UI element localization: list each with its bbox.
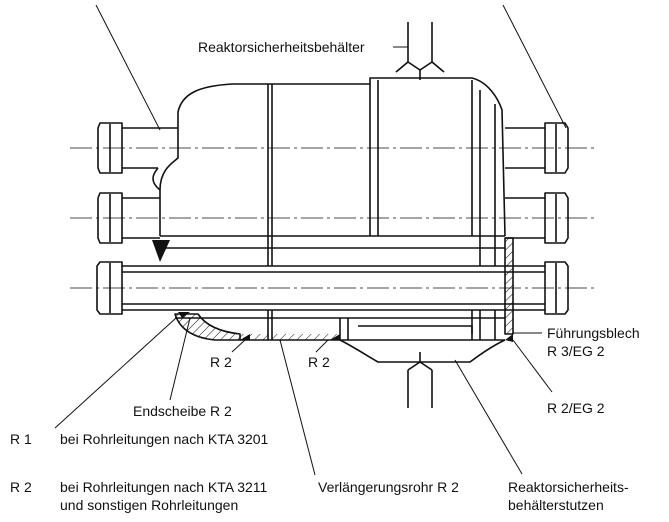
sleeve-body (159, 77, 506, 237)
legend-text-r2-line2: und sonstigen Rohrleitungen (60, 497, 239, 513)
guide-plate (504, 237, 514, 335)
label-nozzle-line1: Reaktorsicherheits- (508, 479, 629, 495)
containment-wall-top (395, 22, 445, 80)
branch-pipe-upper-right (505, 122, 569, 174)
containment-nozzle (339, 310, 506, 363)
label-nozzle-line2: behälterstutzen (508, 497, 604, 513)
legend-key-r2: R 2 (10, 479, 32, 495)
branch-pipe-upper-left (97, 122, 178, 191)
legend-text-r2-line1: bei Rohrleitungen nach KTA 3211 (60, 479, 268, 495)
label-weld-left: R 2 (210, 354, 232, 370)
through-pipe (96, 261, 569, 315)
label-guide-plate: Führungsblech (547, 325, 640, 341)
branch-pipe-lower-right (505, 192, 569, 244)
end-disc (174, 313, 241, 341)
weld-markers (152, 240, 513, 342)
label-weld-right: R 2 (308, 354, 330, 370)
label-containment: Reaktorsicherheitsbehälter (198, 39, 365, 55)
label-guide-plate-class: R 3/EG 2 (547, 343, 605, 359)
branch-pipe-lower-left (97, 192, 160, 244)
label-extension-pipe: Verlängerungsrohr R 2 (318, 479, 459, 495)
leader-lines (54, 4, 567, 476)
label-nozzle-weld-class: R 2/EG 2 (547, 400, 605, 416)
legend-text-r1: bei Rohrleitungen nach KTA 3201 (60, 431, 269, 447)
centerlines (70, 147, 598, 289)
label-end-disc: Endscheibe R 2 (133, 403, 232, 419)
containment-wall-bottom (407, 352, 433, 408)
legend-key-r1: R 1 (10, 431, 32, 447)
